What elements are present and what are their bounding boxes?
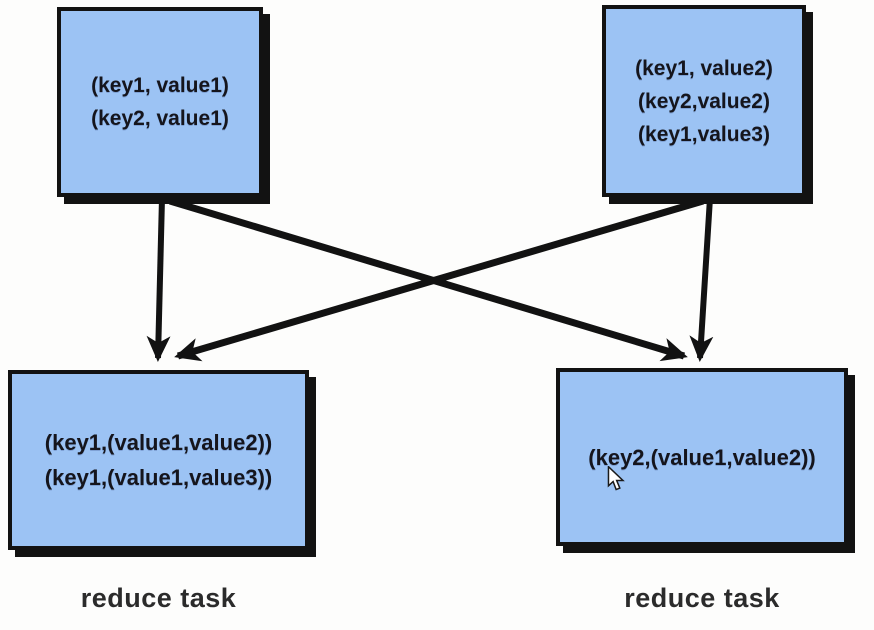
key-value-pair: (key2,value2) [638,89,770,113]
key-value-pair: (key2, value1) [91,107,229,130]
key-value-pair: (key1, value1) [91,74,229,97]
arrow-topleft-to-bottomright [168,197,688,362]
reduce-task-box-left: (key1,(value1,value2)) (key1,(value1,val… [8,370,309,550]
key-values-pair: (key1,(value1,value2)) [44,430,273,455]
reduce-task-label-left: reduce task [80,583,237,613]
map-output-box-left: (key1, value1) (key2, value1) [57,7,263,197]
key-value-pair: (key1, value2) [635,56,773,80]
map-output-box-right: (key1, value2) (key2,value2) (key1,value… [602,5,806,197]
key-values-pair: (key2,(value1,value2)) [588,444,816,470]
reduce-task-box-right: (key2,(value1,value2)) [556,368,848,546]
reduce-task-label-right: reduce task [624,583,780,613]
arrow-topright-to-bottomleft [174,197,704,362]
key-value-pair: (key1,value3) [638,122,770,146]
mouse-cursor-icon [607,466,625,491]
arrow-topleft-to-bottomleft [146,197,171,362]
arrow-topright-to-bottomright [689,197,714,362]
key-values-pair: (key1,(value1,value3)) [44,465,273,490]
